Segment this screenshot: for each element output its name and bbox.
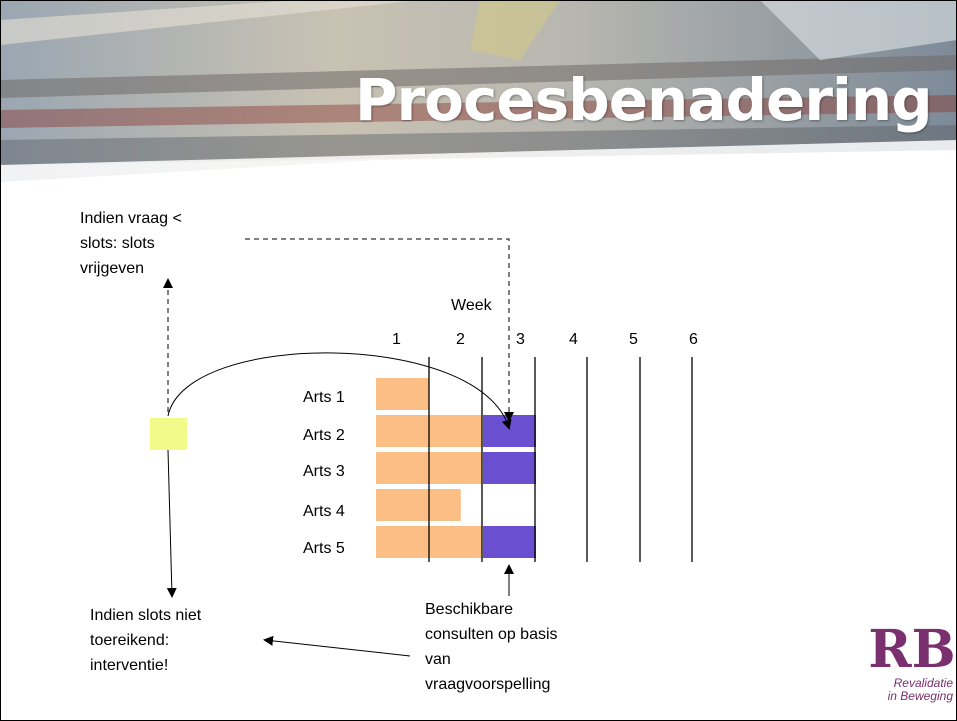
note-top-line-3: vrijgeven — [80, 260, 145, 277]
request-box — [150, 418, 187, 450]
booked-bar-4 — [376, 489, 461, 521]
dashed-connector-top — [245, 238, 514, 422]
doctor-label-5: Arts 5 — [303, 540, 345, 557]
week-2-label: 2 — [456, 331, 465, 348]
doctor-label-2: Arts 2 — [303, 427, 345, 444]
doctor-label-3: Arts 3 — [303, 463, 345, 480]
rb-logo-mark-icon: RB — [868, 619, 955, 680]
note-top-line-1: Indien vraag < — [80, 210, 182, 227]
week-3-label: 3 — [516, 331, 525, 348]
note-right-line-1: Beschikbare — [425, 601, 514, 618]
note-top: Indien vraag < slots: slots vrijgeven — [80, 206, 182, 281]
forecast-bar-3 — [483, 452, 536, 484]
doctor-label-4: Arts 4 — [303, 503, 345, 520]
rb-logo: RB Revalidatie in Beweging — [868, 615, 955, 719]
arrow-down — [166, 449, 177, 598]
note-bottom-line-3: interventie! — [90, 657, 169, 674]
note-right-line-2: consulten op basis — [425, 626, 558, 643]
doctor-label-1: Arts 1 — [303, 389, 345, 406]
booked-bar-1 — [376, 378, 429, 410]
arc-arrow — [167, 352, 512, 430]
note-bottom-line-1: Indien slots niet — [90, 607, 202, 624]
arrow-left — [263, 635, 411, 657]
week-4-label: 4 — [569, 331, 578, 348]
week-1-label: 1 — [392, 331, 401, 348]
logo-line-2: in Beweging — [887, 689, 953, 703]
note-bottom-line-2: toereikend: — [90, 632, 170, 649]
week-label: Week — [451, 297, 492, 314]
header-banner — [0, 0, 957, 210]
note-right: Beschikbare consulten op basis van vraag… — [425, 597, 558, 697]
week-5-label: 5 — [629, 331, 638, 348]
note-bottom: Indien slots niet toereikend: interventi… — [90, 603, 201, 678]
slide-title: Procesbenadering — [355, 66, 933, 134]
note-top-line-2: slots: slots — [80, 235, 155, 252]
week-6-label: 6 — [689, 331, 698, 348]
svg-text:RB: RB — [870, 619, 955, 675]
note-right-line-3: van — [425, 651, 451, 668]
logo-line-1: Revalidatie — [893, 676, 953, 690]
forecast-bar-5 — [483, 526, 536, 558]
note-right-line-4: vraagvoorspelling — [425, 676, 551, 693]
